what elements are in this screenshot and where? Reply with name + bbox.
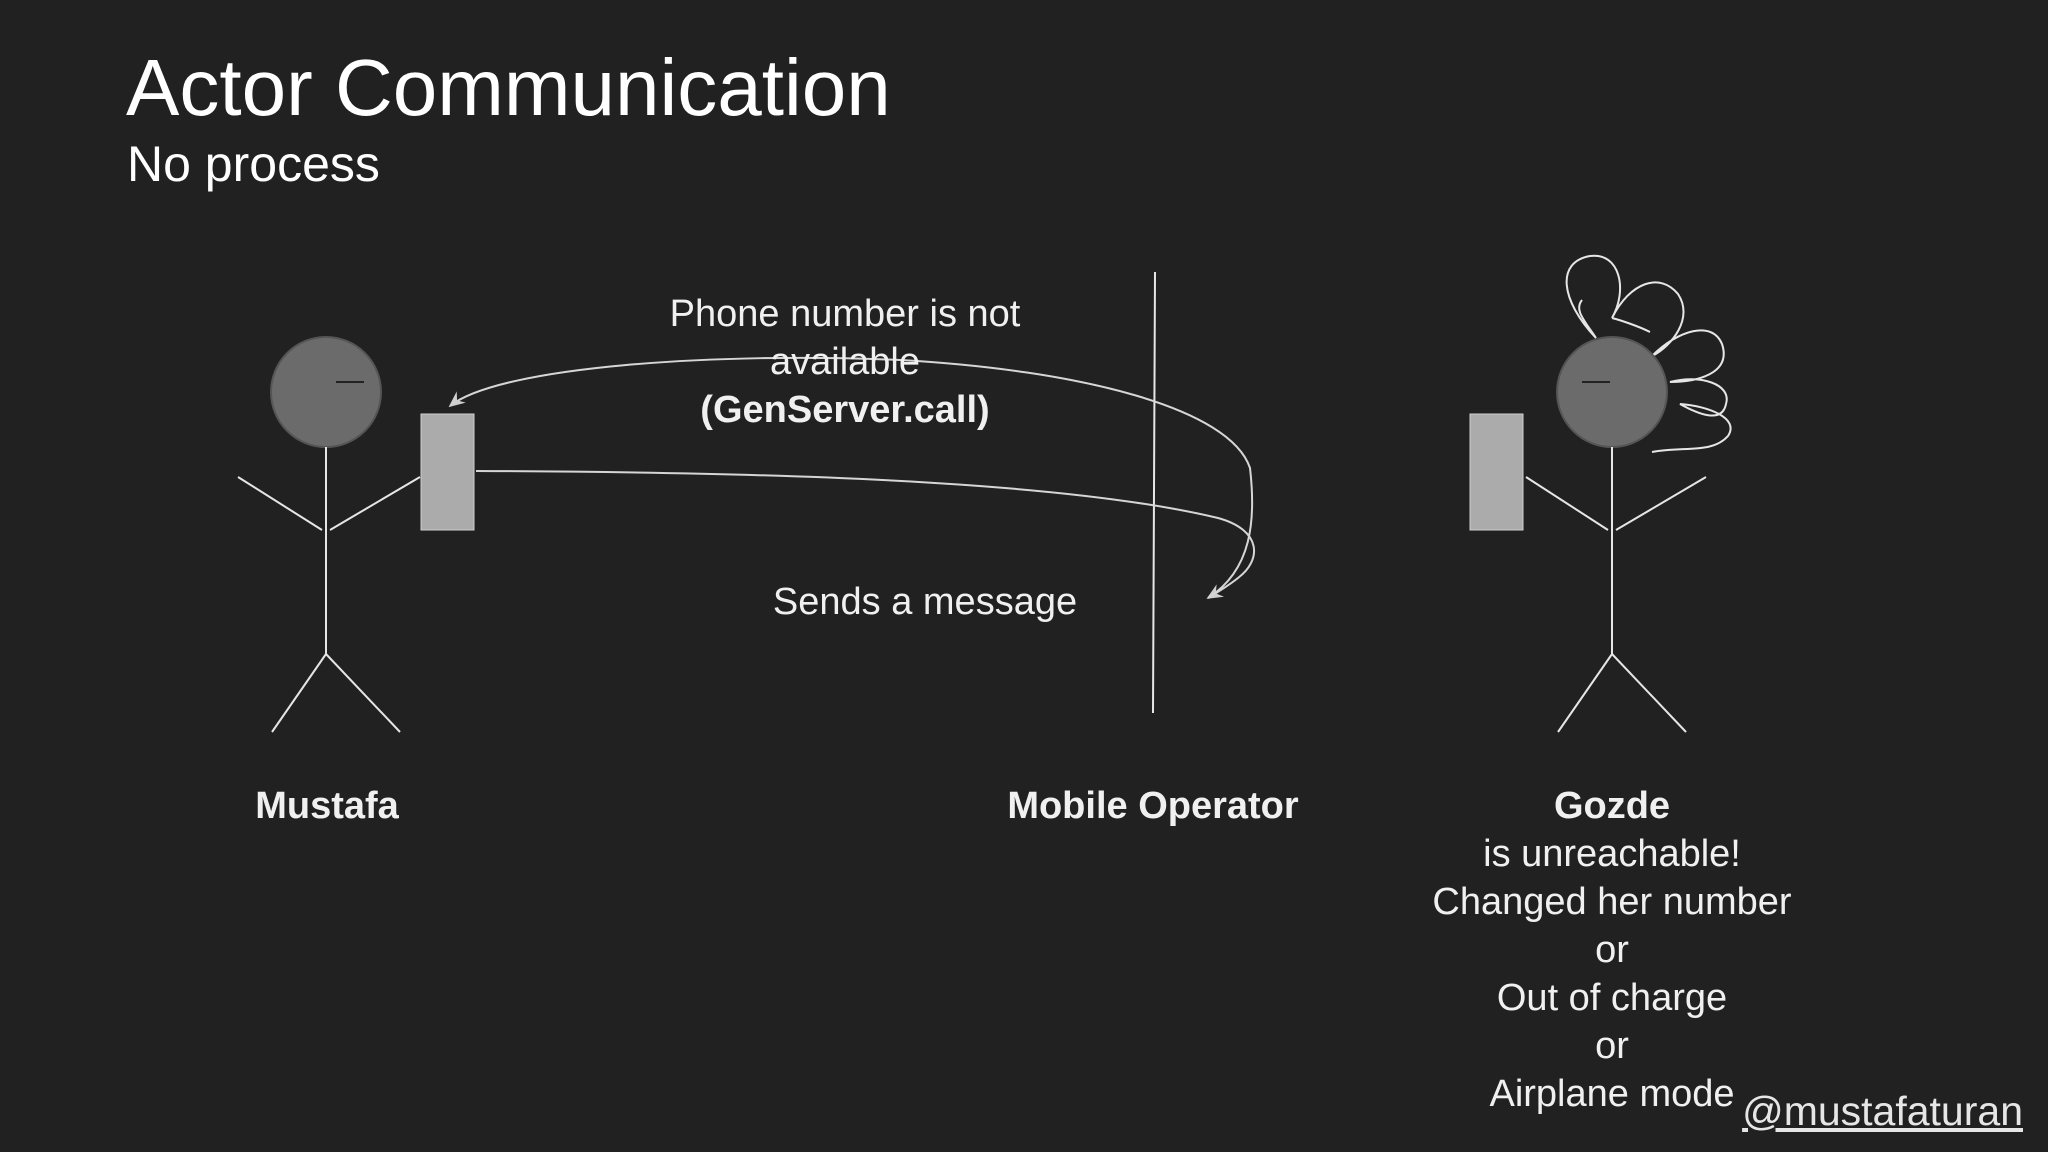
reply-label-line1: Phone number is not [669,293,1021,335]
send-label: Sends a message [772,581,1078,623]
reply-label: Phone number is not available (GenServer… [645,290,1045,434]
gozde-right-leg [1611,653,1687,733]
mustafa-left-leg [271,653,327,733]
sends-message-arrow [475,470,1255,599]
gozde-right-arm [1615,476,1707,531]
mustafa-right-leg [325,653,401,733]
slide-title: Actor Communication [126,43,891,132]
gozde-status-line: Out of charge [1496,977,1728,1019]
gozde-hair [1565,254,1732,453]
gozde-status-line: is unreachable! [1483,833,1741,875]
actor-name-operator: Mobile Operator [1007,785,1299,827]
mustafa-head [270,336,382,448]
mustafa-left-arm [237,476,323,531]
gozde-status-line: or [1595,929,1629,971]
gozde-status-line: or [1595,1025,1629,1067]
gozde-left-leg [1557,653,1613,733]
gozde-head [1556,336,1668,448]
mustafa-figure [237,336,421,733]
gozde-status-block: Gozde is unreachable! Changed her number… [1362,782,1862,1118]
actor-name-mustafa: Mustafa [255,785,399,827]
gozde-status-line: Airplane mode [1489,1073,1735,1115]
author-handle-link[interactable]: @mustafaturan [1742,1088,2023,1134]
reply-label-line2: available [770,341,920,383]
gozde-status-line: Changed her number [1432,881,1792,923]
reply-arrow [448,356,1254,599]
reply-label-line3: (GenServer.call) [700,389,990,431]
gozde-left-arm [1525,476,1609,531]
mobile-operator-line [1152,271,1156,714]
slide-subtitle: No process [127,136,380,192]
gozde-figure [1525,254,1732,733]
mustafa-right-arm [329,476,421,531]
mustafa-phone [420,413,475,531]
actor-name-gozde: Gozde [1553,785,1671,827]
gozde-phone [1469,413,1524,531]
